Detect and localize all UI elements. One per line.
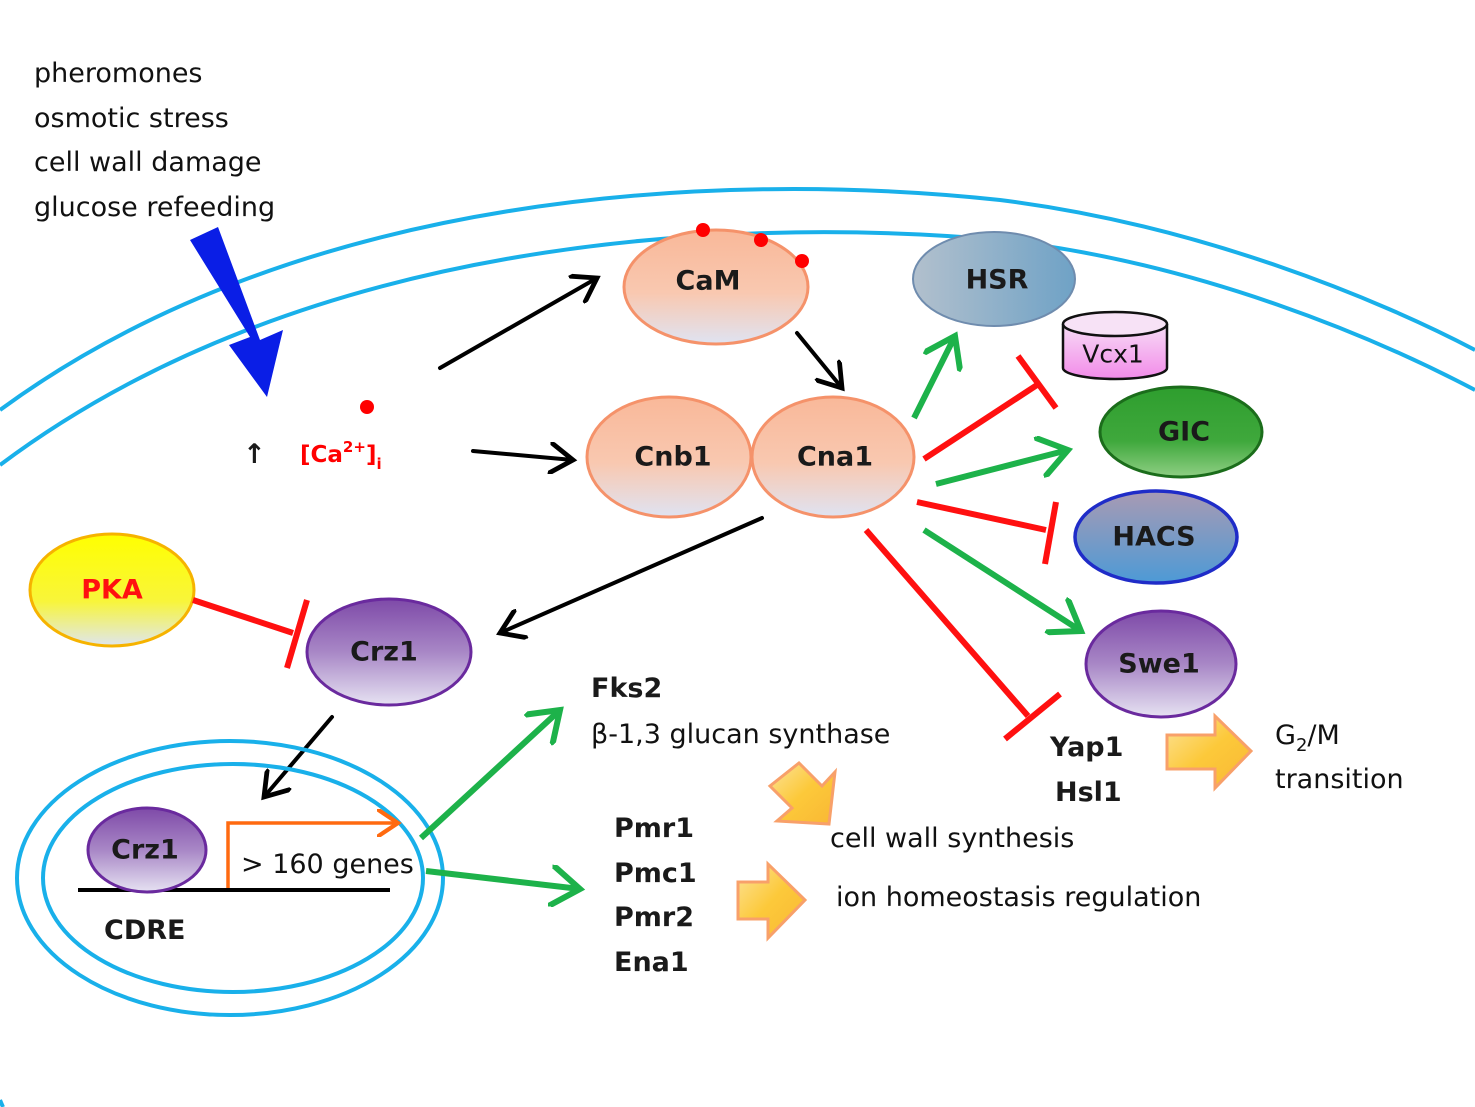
svg-text:Cnb1: Cnb1 <box>634 442 711 473</box>
cell-membrane-inner <box>0 230 1475 467</box>
arrow-nucleus-to-ion-genes <box>425 871 580 889</box>
svg-text:Crz1: Crz1 <box>350 637 418 668</box>
node-vcx1: Vcx1 <box>1061 310 1169 381</box>
cell-membrane-edge <box>0 1099 5 1107</box>
stimuli-list: pheromones osmotic stress cell wall dama… <box>34 58 275 223</box>
node-crz1-nuclear: Crz1 <box>86 806 208 894</box>
ion-homeostasis-label: ion homeostasis regulation <box>836 882 1201 913</box>
cell-wall-synthesis-label: cell wall synthesis <box>830 823 1074 854</box>
calcium-indicator: ↑ [Ca2+]i <box>243 400 382 473</box>
node-swe1: Swe1 <box>1084 609 1238 719</box>
svg-text:HSR: HSR <box>966 265 1029 296</box>
gene-pmr2: Pmr2 <box>614 902 694 933</box>
genes-count-label: > 160 genes <box>241 849 414 880</box>
hsl1-label: Hsl1 <box>1055 777 1122 808</box>
inhibit-cna1-to-yap1-hsl1 <box>863 528 1062 742</box>
stimulus-osmotic-stress: osmotic stress <box>34 103 229 134</box>
fks2-label: Fks2 <box>591 673 662 704</box>
calcium-label: [Ca2+]i <box>300 438 382 473</box>
calcium-ion-icon <box>360 400 374 414</box>
svg-text:HACS: HACS <box>1112 522 1195 553</box>
inhibit-cna1-to-hacs <box>916 499 1059 565</box>
svg-text:GIC: GIC <box>1158 417 1210 448</box>
gene-pmc1: Pmc1 <box>614 858 697 889</box>
svg-text:PKA: PKA <box>81 575 143 606</box>
svg-text:CaM: CaM <box>676 266 741 297</box>
cell-wall-outer <box>0 187 1475 412</box>
stimulus-glucose-refeeding: glucose refeeding <box>34 192 275 223</box>
arrow-ca-to-cnb1 <box>471 451 573 460</box>
block-arrow-ion-icon <box>736 860 808 942</box>
arrow-cam-to-cna1 <box>795 331 842 388</box>
calcium-ion-icon <box>754 233 768 247</box>
gene-ena1: Ena1 <box>614 947 689 978</box>
cdre-label: CDRE <box>104 915 185 946</box>
arrow-nucleus-to-fks2 <box>418 710 560 841</box>
node-gic: GIC <box>1098 385 1264 479</box>
g2m-label: G2/M <box>1275 720 1340 756</box>
node-cam: CaM <box>622 223 810 346</box>
arrow-cna1-to-hsr <box>911 336 955 420</box>
node-hsr: HSR <box>912 231 1076 327</box>
glucan-synthase-label: β-1,3 glucan synthase <box>591 719 890 750</box>
svg-text:Swe1: Swe1 <box>1118 649 1200 680</box>
node-cna1: Cna1 <box>750 395 916 519</box>
node-hacs: HACS <box>1073 489 1239 585</box>
nucleus: Crz1 > 160 genes CDRE <box>15 739 445 1017</box>
arrow-cna1-to-crz1 <box>500 516 764 633</box>
block-arrow-cell-wall-icon <box>767 760 838 826</box>
transcription-start-arrow-icon <box>226 823 398 888</box>
yap1-label: Yap1 <box>1049 732 1123 763</box>
stimulus-pheromones: pheromones <box>34 58 203 89</box>
transition-label: transition <box>1275 764 1404 795</box>
gene-pmr1: Pmr1 <box>614 813 694 844</box>
node-cnb1: Cnb1 <box>585 395 753 519</box>
node-pka: PKA <box>28 532 196 648</box>
arrow-ca-to-cam <box>438 278 597 370</box>
inhibit-pka-to-crz1 <box>192 597 310 669</box>
svg-text:Vcx1: Vcx1 <box>1082 340 1144 369</box>
block-arrow-g2m-icon <box>1165 712 1254 792</box>
increase-arrow-icon: ↑ <box>243 439 266 470</box>
node-crz1: Crz1 <box>305 597 473 707</box>
stimulus-cell-wall-damage: cell wall damage <box>34 147 262 178</box>
svg-text:Cna1: Cna1 <box>797 442 873 473</box>
inhibit-cna1-to-vcx1 <box>922 354 1059 462</box>
arrow-crz1-to-nucleus <box>264 715 334 797</box>
calcium-ion-icon <box>795 254 809 268</box>
arrow-cna1-to-gic <box>935 450 1068 487</box>
calcium-ion-icon <box>696 223 710 237</box>
ion-gene-list: Pmr1 Pmc1 Pmr2 Ena1 <box>614 813 697 978</box>
stimulus-arrow-icon <box>190 227 283 397</box>
svg-text:Crz1: Crz1 <box>111 835 179 866</box>
arrow-cna1-to-swe1 <box>922 527 1081 631</box>
